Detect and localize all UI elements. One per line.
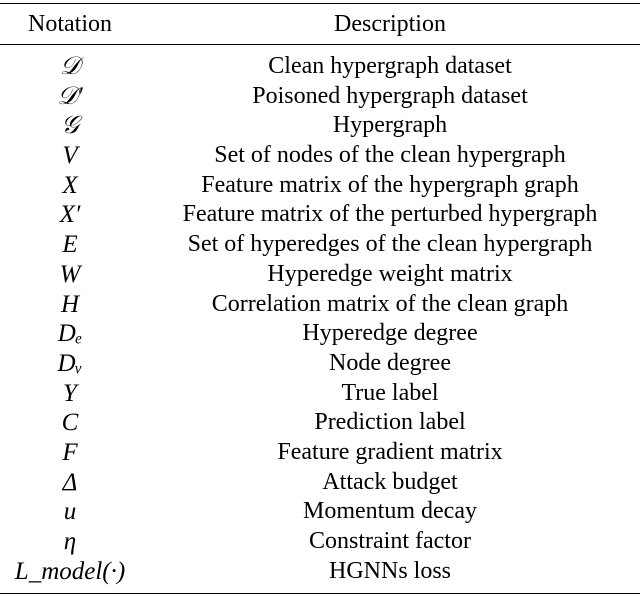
table-row: H Correlation matrix of the clean graph — [0, 290, 640, 320]
header-description: Description — [334, 11, 446, 37]
notation-symbol: Δ — [62, 468, 78, 496]
notation-symbol: η — [63, 528, 77, 555]
notation-symbol: V — [62, 142, 78, 170]
notation-description: True label — [341, 379, 439, 406]
table-row: 𝒟 Clean hypergraph dataset — [0, 52, 640, 82]
notation-description: Feature gradient matrix — [277, 438, 503, 465]
notation-symbol: L_model(·) — [14, 557, 126, 585]
notation-description: Momentum decay — [303, 498, 477, 525]
table-row: η Constraint factor — [0, 527, 640, 557]
notation-symbol: Dₑ — [57, 320, 83, 348]
notation-description: HGNNs loss — [328, 557, 451, 584]
table-top-rule — [0, 3, 640, 4]
table-row: X Feature matrix of the hypergraph graph — [0, 171, 640, 201]
notation-description: Set of hyperedges of the clean hypergrap… — [187, 231, 593, 258]
table-row: C Prediction label — [0, 408, 640, 438]
notation-symbol: C — [61, 409, 79, 437]
notation-description: Node degree — [329, 349, 451, 376]
notation-symbol: X′ — [59, 201, 81, 229]
notation-description: Hypergraph — [332, 112, 448, 139]
notation-description: Clean hypergraph dataset — [268, 53, 512, 79]
table-row: W Hyperedge weight matrix — [0, 260, 640, 290]
notation-symbol: F — [62, 438, 78, 466]
notation-symbol: E — [62, 231, 78, 259]
notation-description: Feature matrix of the hypergraph graph — [201, 171, 579, 198]
table-row: E Set of hyperedges of the clean hypergra… — [0, 230, 640, 260]
notation-symbol: H — [60, 290, 80, 318]
notation-description: Hyperedge degree — [302, 320, 478, 347]
notation-description: Hyperedge weight matrix — [267, 260, 513, 287]
notation-description: Poisoned hypergraph dataset — [252, 82, 528, 109]
table-row: X′ Feature matrix of the perturbed hyperg… — [0, 200, 640, 230]
notation-symbol: Y — [63, 379, 77, 407]
notation-symbol: u — [63, 498, 77, 526]
table-row: 𝒢 Hypergraph — [0, 111, 640, 141]
table-row: V Set of nodes of the clean hypergraph — [0, 141, 640, 171]
table-row: L_model(·) HGNNs loss — [0, 557, 640, 587]
notation-description: Correlation matrix of the clean graph — [211, 290, 569, 317]
header-notation: Notation — [28, 11, 112, 37]
notation-description: Set of nodes of the clean hypergraph — [214, 142, 566, 169]
table-row: Y True label — [0, 379, 640, 409]
table-row: u Momentum decay — [0, 497, 640, 527]
notation-symbol: 𝒟′ — [57, 82, 83, 110]
table-row: 𝒟′ Poisoned hypergraph dataset — [0, 82, 640, 112]
table-row: F Feature gradient matrix — [0, 438, 640, 468]
notation-symbol: 𝒢 — [61, 112, 79, 140]
notation-symbol: X — [62, 171, 78, 199]
notation-description: Attack budget — [322, 468, 458, 495]
table-header-rule — [0, 44, 640, 45]
table-bottom-rule — [0, 593, 640, 594]
notation-description: Constraint factor — [309, 528, 471, 554]
notation-description: Feature matrix of the perturbed hypergra… — [182, 201, 598, 228]
notation-symbol: Dᵥ — [57, 349, 83, 377]
table-header-row: Notation Description — [0, 4, 640, 44]
notation-description: Prediction label — [314, 409, 466, 436]
table-row: Dₑ Hyperedge degree — [0, 319, 640, 349]
notation-symbol: W — [59, 260, 81, 288]
table-row: Δ Attack budget — [0, 468, 640, 498]
table-body: 𝒟 Clean hypergraph dataset 𝒟′ Poisoned hyp… — [0, 52, 640, 586]
notation-symbol: 𝒟 — [60, 53, 80, 80]
table-row: Dᵥ Node degree — [0, 349, 640, 379]
